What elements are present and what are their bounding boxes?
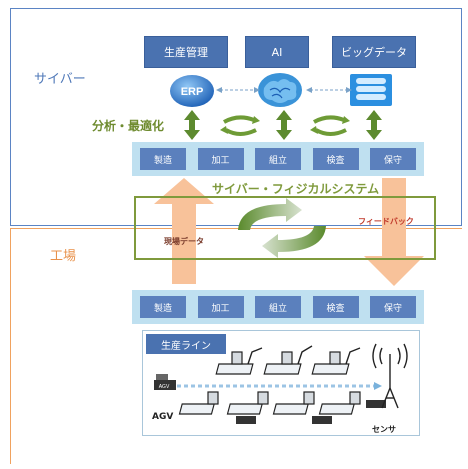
factory-floor-illustration: AGV	[154, 343, 408, 424]
cyber-zone-frame	[10, 8, 462, 226]
analysis-label: 分析・最適化	[92, 119, 165, 133]
ai-box: AI	[245, 36, 309, 68]
feedback-label: フィードバック	[358, 217, 414, 226]
cyber-process-inspection: 検査	[312, 148, 359, 170]
database-icon	[348, 70, 394, 112]
agv-vehicles	[154, 374, 386, 424]
production-line-tag: 生産ライン	[146, 334, 226, 354]
factory-process-assembly: 組立	[255, 296, 301, 318]
erp-icon-text: ERP	[181, 86, 204, 98]
factory-process-manufacturing: 製造	[140, 296, 186, 318]
factory-process-maintenance: 保守	[370, 296, 416, 318]
cyber-zone-label: サイバー	[34, 72, 86, 87]
cyber-process-maintenance: 保守	[370, 148, 416, 170]
cps-box	[134, 196, 436, 260]
production-management-box: 生産管理	[144, 36, 228, 68]
agv-vehicle-tag: AGV	[159, 384, 170, 390]
sensor-label: センサ	[372, 425, 396, 434]
agv-label: AGV	[152, 412, 174, 422]
robot-arms-row1	[247, 345, 361, 365]
factory-zone-label: 工場	[50, 249, 77, 264]
big-data-box: ビッグデータ	[332, 36, 416, 68]
cyber-process-bar: 製造 加工 組立 検査 保守	[132, 142, 424, 176]
upward-orange-arrow	[154, 178, 214, 284]
factory-process-processing: 加工	[197, 296, 244, 318]
cyber-process-manufacturing: 製造	[140, 148, 186, 170]
erp-icon: ERP	[168, 73, 216, 113]
cyber-process-assembly: 組立	[255, 148, 301, 170]
cps-label: サイバー・フィジカルシステム	[212, 182, 380, 196]
field-data-label: 現場データ	[164, 237, 204, 246]
icon-connectors	[216, 87, 352, 93]
robot-cells-row1	[215, 351, 350, 375]
factory-process-bar: 製造 加工 組立 検査 保守	[132, 290, 424, 324]
cycle-arrows-icon	[238, 198, 326, 258]
robot-cells-row2	[178, 391, 361, 415]
brain-icon	[256, 70, 304, 114]
factory-zone-frame	[10, 228, 462, 464]
antenna-icon	[372, 343, 408, 409]
cyber-process-processing: 加工	[197, 148, 244, 170]
analysis-arrows	[184, 110, 382, 140]
factory-process-inspection: 検査	[312, 296, 359, 318]
